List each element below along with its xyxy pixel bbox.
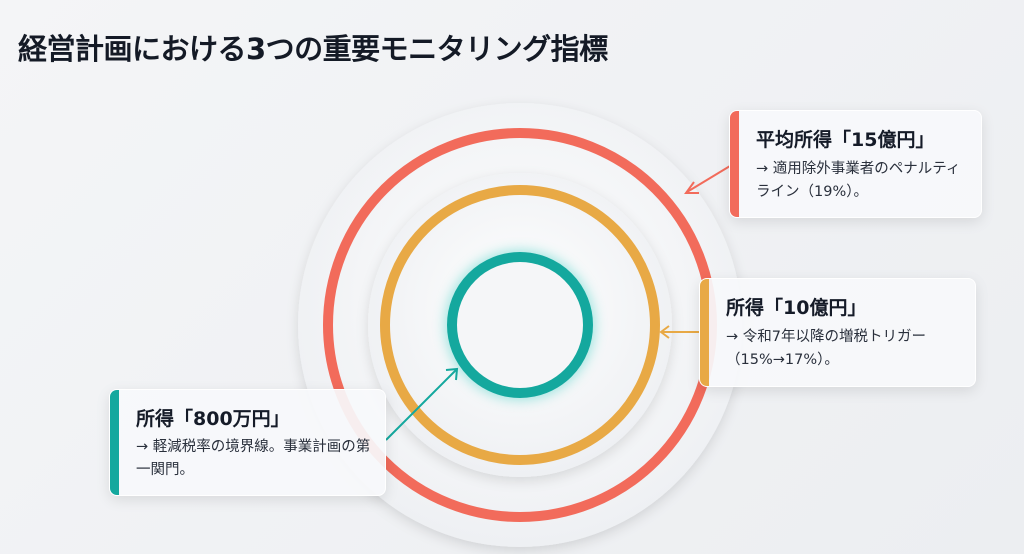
accent-bar (700, 279, 709, 386)
middle-ring-10oku (380, 185, 660, 465)
card-heading: 平均所得「15億円」 (756, 129, 935, 151)
arrow-middle (659, 325, 700, 339)
card-body: → 令和7年以降の増税トリガー（15%→17%）。 (726, 329, 926, 368)
accent-bar (110, 390, 119, 495)
card-800man: 所得「800万円」 → 軽減税率の境界線。事業計画の第一関門。 (109, 389, 386, 496)
card-10oku: 所得「10億円」 → 令和7年以降の増税トリガー（15%→17%）。 (699, 278, 976, 387)
page-title: 経営計画における3つの重要モニタリング指標 (18, 32, 608, 66)
card-heading: 所得「10億円」 (726, 297, 867, 319)
card-body: → 軽減税率の境界線。事業計画の第一関門。 (136, 439, 371, 478)
card-15oku: 平均所得「15億円」 → 適用除外事業者のペナルティライン（19%）。 (729, 110, 982, 218)
inner-ring-800man (447, 252, 593, 398)
card-heading: 所得「800万円」 (136, 408, 290, 430)
accent-bar (730, 111, 739, 217)
arrow-inner (385, 367, 459, 441)
arrow-outer (684, 165, 731, 194)
card-body: → 適用除外事業者のペナルティライン（19%）。 (756, 161, 961, 200)
